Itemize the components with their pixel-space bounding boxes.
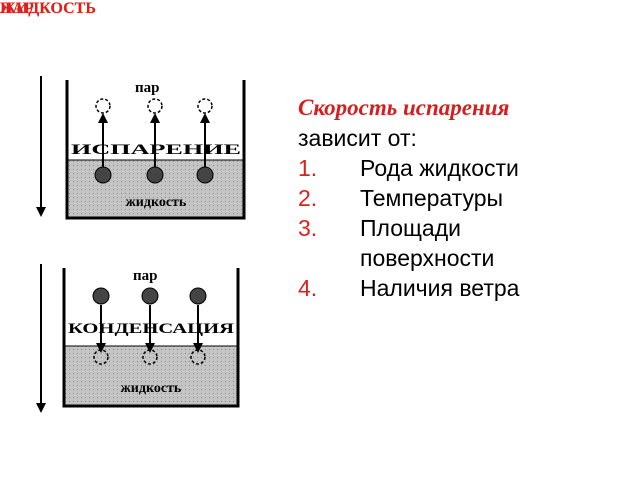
liquid-title-top: ЖИДКОСТЬ [0,0,96,17]
liquid-molecule [94,166,112,184]
factors-list: 1. Рода жидкости 2. Температуры 3. Площади … [298,153,628,303]
evaporation-vapor-label: пар [135,80,160,96]
vapor-molecule [141,287,159,305]
factor-item: 3. Площади поверхности [298,213,628,273]
factor-number: 1. [298,155,318,181]
evaporation-liquid-label: жидкость [126,195,187,210]
factor-item: 2. Температуры [298,183,628,213]
condensation-liquid-label: жидкость [121,381,182,396]
condensation-box: пар КОНДЕНСАЦИЯ жидкость [62,268,240,408]
condensation-liquid [64,346,238,406]
liquid-molecule [93,349,109,365]
vapor-molecule [197,98,213,114]
vapor-molecule [95,98,111,114]
condensation-process-label: КОНДЕНСАЦИЯ [68,321,234,337]
factor-label: Площади поверхности [360,215,495,271]
vapor-title-middle: ПАР [0,0,34,17]
factor-number: 3. [298,215,318,241]
liquid-molecule [196,166,214,184]
factor-label: Рода жидкости [360,155,519,181]
liquid-molecule [190,349,206,365]
vapor-molecule [147,98,163,114]
evaporation-box: пар ИСПАРЕНИЕ жидкость [65,80,246,220]
factor-label: Наличия ветра [360,275,520,301]
factors-subtitle: зависит от: [298,125,417,151]
factor-number: 2. [298,185,318,211]
vapor-molecule [189,287,207,305]
factors-title: Скорость испарения [298,95,510,120]
factor-label: Температуры [360,185,504,211]
liquid-molecule [142,349,158,365]
factor-item: 4. Наличия ветра [298,273,628,303]
factor-item: 1. Рода жидкости [298,153,628,183]
liquid-molecule [146,166,164,184]
vapor-molecule [92,287,110,305]
factor-number: 4. [298,275,318,301]
condensation-vapor-label: пар [133,268,158,284]
liquid-title-bottom: ЖИДКОСТЬ [0,0,96,17]
evaporation-rate-factors: Скорость испарения зависит от: 1. Рода жи… [298,93,628,303]
